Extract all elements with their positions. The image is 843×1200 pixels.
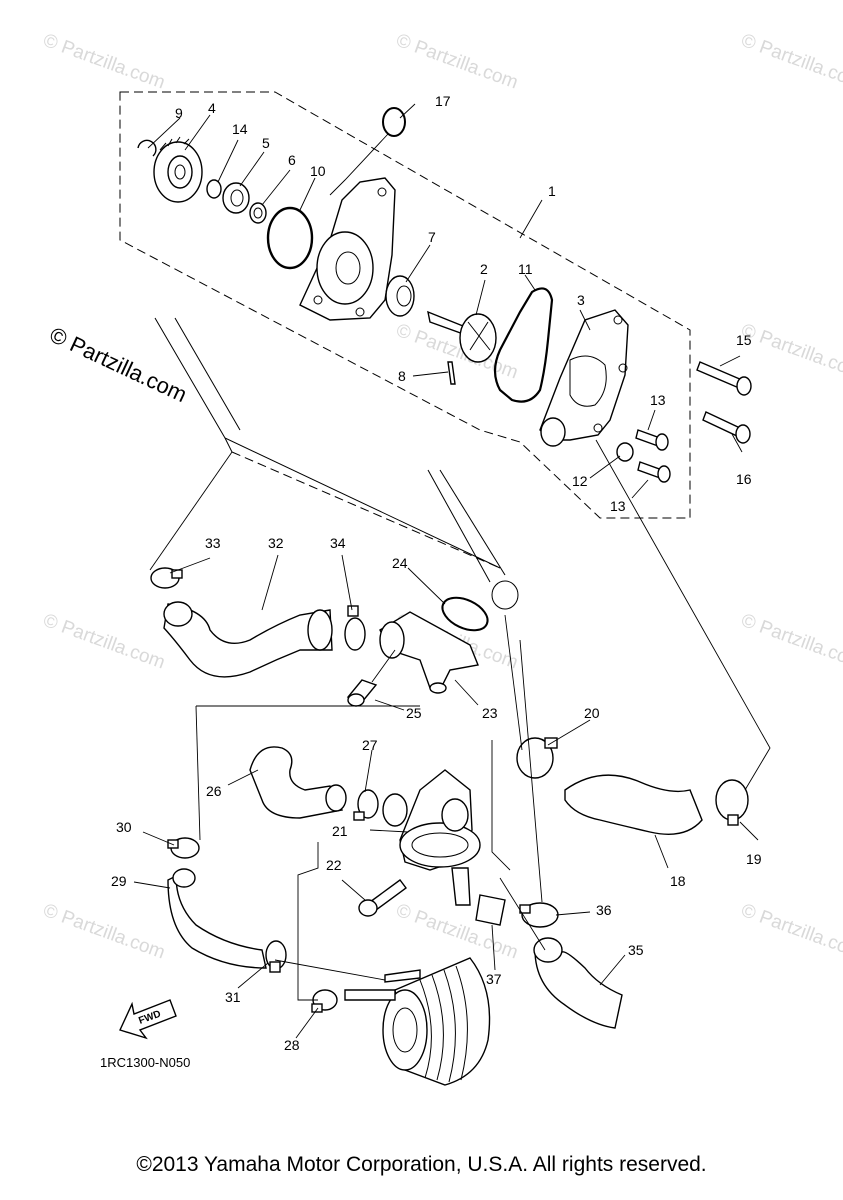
pump-assembly-boundary: [119, 91, 691, 519]
callout-label: 32: [268, 535, 284, 551]
hose-clamp-part: [150, 567, 183, 589]
callout-label: 3: [577, 292, 585, 308]
gasket-part: [493, 287, 554, 403]
diagram-code: 1RC1300-N050: [100, 1055, 190, 1070]
callout-label: 37: [486, 971, 502, 987]
callout-label: 24: [392, 555, 408, 571]
copyright-notice: ©2013 Yamaha Motor Corporation, U.S.A. A…: [136, 1153, 707, 1176]
callout-label: 13: [650, 392, 666, 408]
watermark: © Partzilla.com: [738, 30, 843, 94]
watermark: © Partzilla.com: [393, 30, 520, 94]
water-pump-hose-part: [564, 774, 703, 835]
washer-part: [206, 179, 222, 199]
callout-label: 14: [232, 121, 248, 137]
hose-end: [163, 601, 193, 627]
callout-label: 7: [428, 229, 436, 245]
bolt-part: [358, 879, 407, 917]
hose-clamp-part: [715, 779, 749, 826]
hose-clamp-part: [353, 789, 379, 821]
watermark-main: © Partzilla.com: [46, 322, 191, 407]
callout-label: 2: [480, 261, 488, 277]
small-o-ring-part: [382, 107, 406, 137]
callout-label: 25: [406, 705, 422, 721]
pin-part: [447, 361, 456, 385]
callout-label: 13: [610, 498, 626, 514]
bearing-part: [222, 182, 250, 214]
watermark: © Partzilla.com: [738, 320, 843, 384]
callout-label: 26: [206, 783, 222, 799]
callout-label: 9: [175, 105, 183, 121]
pump-cover-part: [539, 309, 629, 447]
pump-housing-part: [299, 177, 396, 321]
radiator-hose-part: [163, 603, 333, 678]
oil-cooler-hose-part: [534, 949, 623, 1029]
hose-clamp-part: [519, 902, 559, 928]
hose-end: [325, 784, 347, 812]
callout-label: 29: [111, 873, 127, 889]
callout-label: 5: [262, 135, 270, 151]
long-bolt-part: [702, 411, 751, 444]
callout-label: 10: [310, 163, 326, 179]
impeller-shaft-part: [427, 310, 497, 363]
bolt-part: [637, 461, 671, 483]
callout-label: 18: [670, 873, 686, 889]
bypass-hose-part: [249, 746, 344, 819]
parts-diagram: © Partzilla.com © Partzilla.com © Partzi…: [40, 30, 843, 1086]
callout-label: 1: [548, 183, 556, 199]
hose-end: [172, 868, 196, 888]
callout-label: 31: [225, 989, 241, 1005]
callout-label: 34: [330, 535, 346, 551]
watermark: © Partzilla.com: [738, 900, 843, 964]
callout-label: 27: [362, 737, 378, 753]
hose-end: [307, 609, 333, 651]
callout-label: 28: [284, 1037, 300, 1053]
long-bolt-part: [696, 361, 752, 396]
bolt-part: [635, 429, 669, 451]
callout-label: 21: [332, 823, 348, 839]
callout-label: 15: [736, 332, 752, 348]
radiator-outline: [154, 317, 519, 610]
callout-label: 16: [736, 471, 752, 487]
callout-labels: 1 2 3 4 5 6 7 8 9 10 11 12 13 13 14 15 1…: [111, 93, 762, 1053]
callout-label: 22: [326, 857, 342, 873]
hose-clamp-part: [344, 605, 366, 651]
fwd-arrow-icon: FWD: [119, 999, 177, 1040]
callout-label: 36: [596, 902, 612, 918]
callout-label: 19: [746, 851, 762, 867]
impeller-gear-part: [153, 136, 203, 203]
bolt-part: [346, 679, 378, 707]
callout-label: 17: [435, 93, 451, 109]
callout-label: 30: [116, 819, 132, 835]
hose-clamp-part: [516, 737, 558, 779]
callout-label: 12: [572, 473, 588, 489]
hose-clamp-part: [265, 940, 287, 973]
watermark: © Partzilla.com: [40, 30, 167, 94]
oil-seal-part: [249, 202, 267, 224]
watermark: © Partzilla.com: [738, 610, 843, 674]
callout-label: 23: [482, 705, 498, 721]
watermark: © Partzilla.com: [40, 900, 167, 964]
watermark: © Partzilla.com: [40, 610, 167, 674]
hose-clamp-part: [167, 837, 200, 859]
clip-part: [475, 894, 506, 926]
leader-lines: [133, 103, 771, 1039]
callout-label: 35: [628, 942, 644, 958]
hose-clamp-part: [311, 989, 338, 1013]
callout-label: 6: [288, 152, 296, 168]
oil-cooler-inlet-hose-part: [167, 874, 267, 969]
callout-label: 8: [398, 368, 406, 384]
callout-label: 4: [208, 100, 216, 116]
o-ring-part: [266, 206, 314, 270]
callout-label: 11: [518, 261, 533, 277]
callout-label: 20: [584, 705, 600, 721]
oil-cooler-part: [344, 957, 491, 1086]
hose-end: [533, 937, 563, 963]
thermostat-housing-part: [382, 769, 481, 906]
mechanical-seal-part: [385, 275, 415, 317]
thermostat-cover-part: [379, 611, 479, 694]
copper-washer-part: [616, 442, 634, 462]
callout-label: 33: [205, 535, 221, 551]
thermostat-o-ring-part: [441, 596, 489, 632]
